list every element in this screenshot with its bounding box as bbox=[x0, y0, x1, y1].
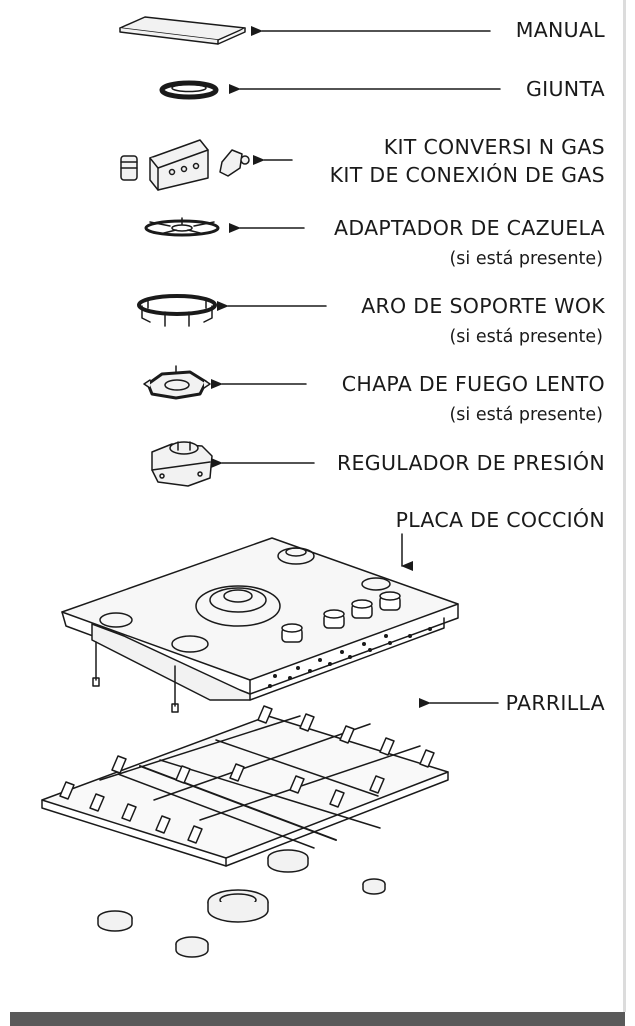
pot-adapter-illustration bbox=[144, 217, 220, 237]
label-gasket: GIUNTA bbox=[525, 77, 605, 101]
label-pot-adapter-note: (si está presente) bbox=[449, 249, 603, 269]
label-simmer-plate-note: (si está presente) bbox=[449, 405, 603, 425]
label-wok-ring: ARO DE SOPORTE WOK bbox=[361, 294, 605, 318]
label-gas-kit-line2: KIT DE CONEXIÓN DE GAS bbox=[329, 163, 605, 187]
label-pan-support: PARRILLA bbox=[505, 691, 605, 715]
wok-ring-illustration bbox=[137, 294, 217, 327]
bottom-bar bbox=[10, 1012, 625, 1026]
side-divider bbox=[623, 0, 626, 1012]
label-pressure-regulator: REGULADOR DE PRESIÓN bbox=[336, 451, 605, 475]
label-gas-kit-line1: KIT CONVERSI N GAS bbox=[383, 135, 605, 159]
label-cooktop: PLACA DE COCCIÓN bbox=[395, 508, 605, 532]
manual-illustration bbox=[119, 16, 246, 45]
label-manual: MANUAL bbox=[515, 18, 605, 42]
simmer-plate-illustration bbox=[143, 365, 211, 400]
label-simmer-plate: CHAPA DE FUEGO LENTO bbox=[341, 372, 605, 396]
pan-support-illustration bbox=[41, 705, 449, 867]
burner-caps-illustration bbox=[97, 849, 386, 958]
gasket-illustration bbox=[159, 80, 219, 100]
label-pot-adapter: ADAPTADOR DE CAZUELA bbox=[334, 216, 605, 240]
pressure-regulator-illustration bbox=[151, 441, 213, 487]
label-wok-ring-note: (si está presente) bbox=[449, 327, 603, 347]
cooktop-illustration bbox=[61, 537, 459, 713]
gas-kit-illustration bbox=[120, 139, 250, 191]
